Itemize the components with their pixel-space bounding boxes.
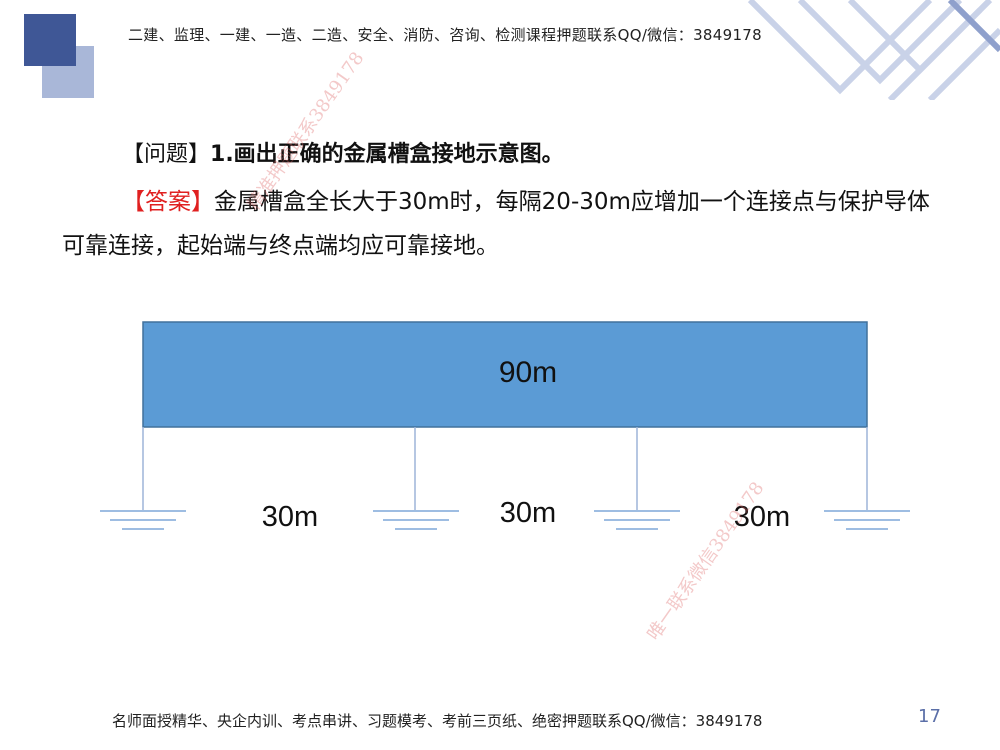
grounding-diagram: 90m 30m 30m 30m (100, 321, 910, 533)
ground-symbol-2 (373, 510, 459, 530)
ground-symbol-1 (100, 510, 186, 530)
answer-paragraph: 【答案】金属槽盒全长大于30m时，每隔20-30m应增加一个连接点与保护导体可靠… (62, 180, 942, 268)
page-number: 17 (918, 706, 941, 727)
question-line: 【问题】1.画出正确的金属槽盒接地示意图。 (122, 136, 564, 168)
header-banner: 二建、监理、一建、一造、二造、安全、消防、咨询、检测课程押题联系QQ/微信：38… (128, 26, 762, 44)
segment-label-3: 30m (734, 501, 790, 533)
trunking-length-label: 90m (499, 356, 557, 389)
metal-trunking-box (142, 321, 868, 428)
segment-label-2: 30m (500, 497, 556, 529)
segment-label-1: 30m (262, 501, 318, 533)
answer-body: 金属槽盒全长大于30m时，每隔20-30m应增加一个连接点与保护导体可靠连接，起… (62, 189, 930, 259)
decor-diagonal-lines (747, 0, 1000, 100)
question-tag: 【问题】 (122, 142, 211, 167)
ground-symbol-4 (824, 510, 910, 530)
ground-symbol-3 (594, 510, 680, 530)
footer-banner: 名师面授精华、央企内训、考点串讲、习题模考、考前三页纸、绝密押题联系QQ/微信：… (112, 712, 763, 730)
question-body: 1.画出正确的金属槽盒接地示意图。 (210, 142, 564, 167)
decor-square-dark (24, 14, 76, 66)
answer-tag: 【答案】 (122, 189, 214, 215)
